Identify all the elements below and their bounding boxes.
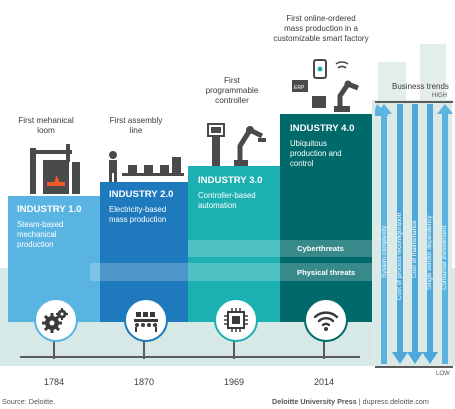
- stage-4-icon-circle: [304, 298, 348, 342]
- stage-3-icon-circle: [214, 298, 258, 342]
- industry-3-desc: Controller-based automation: [198, 191, 256, 210]
- industry-1-desc: Steam-based mechanical production: [17, 220, 64, 249]
- svg-text:ERP: ERP: [294, 85, 305, 91]
- microchip-icon: [224, 308, 248, 332]
- trend-label-maintenance: Cost of maintenance: [411, 220, 418, 278]
- timeline-tick-2: [143, 337, 145, 359]
- industry-1-caption: First mehanical loom: [18, 116, 74, 135]
- trend-label-system-complexity: System complexity: [381, 225, 388, 279]
- business-trends-title: Business trends: [392, 82, 449, 91]
- physical-threats-band: [90, 263, 372, 281]
- publisher-name: Deloitte University Press: [272, 397, 357, 406]
- industry-4-title: INDUSTRY 4.0: [290, 123, 355, 134]
- cyberthreats-band: [188, 240, 372, 257]
- timeline-tick-1: [53, 337, 55, 359]
- trend-arrow-process-reconfiguration: [392, 104, 408, 364]
- timeline-tick-3: [233, 337, 235, 359]
- industry-3-title: INDUSTRY 3.0: [198, 175, 263, 186]
- chimney-left: [378, 62, 406, 102]
- footer-separator: |: [358, 397, 363, 406]
- trend-label-consumer-involvement: Consumer involvement: [441, 225, 448, 290]
- smart-factory-illustration: ERP: [292, 59, 359, 112]
- timeline-tick-4: [323, 337, 325, 359]
- physical-threats-label: Physical threats: [297, 268, 356, 277]
- trend-arrow-consumer-involvement: [437, 104, 453, 364]
- chimney-right: [420, 44, 446, 104]
- trend-arrow-vendor-dependency: [422, 104, 438, 364]
- industry-2-title: INDUSTRY 2.0: [109, 189, 174, 200]
- year-1969: 1969: [223, 377, 245, 387]
- publisher-site[interactable]: dupress.deloitte.com: [362, 397, 429, 406]
- industry-3-caption: First programmable controller: [205, 76, 259, 105]
- industry-1-title: INDUSTRY 1.0: [17, 204, 82, 215]
- cyberthreats-label: Cyberthreats: [297, 244, 344, 253]
- trends-low-label: LOW: [436, 371, 450, 377]
- trends-bottom-bar: [375, 366, 453, 368]
- robot-arm-illustration: [207, 123, 266, 166]
- industry-3-block: INDUSTRY 3.0 Controller-based automation: [188, 166, 280, 322]
- year-1784: 1784: [43, 377, 65, 387]
- industry-2-caption: First assembly line: [109, 116, 163, 135]
- wifi-icon: [313, 311, 339, 331]
- industry-4-block: INDUSTRY 4.0 Ubiquitous production and c…: [280, 114, 372, 322]
- timeline-axis: [20, 356, 360, 358]
- trends-top-bar: [375, 101, 453, 103]
- trend-label-process-reconfiguration: Cost of process reconfiguration: [396, 212, 403, 300]
- year-2014: 2014: [313, 377, 335, 387]
- mechanical-loom-illustration: [30, 144, 80, 194]
- industry-2-desc: Electricity-based mass production: [109, 205, 167, 224]
- source-note: Source: Deloitte.: [2, 397, 56, 406]
- stage-2-icon-circle: [124, 298, 168, 342]
- trend-columns: [376, 104, 453, 364]
- publisher-note: Deloitte University Press | dupress.delo…: [272, 397, 429, 406]
- year-1870: 1870: [133, 377, 155, 387]
- trend-label-vendor-dependency: Single vendor dependency: [426, 215, 433, 290]
- conveyor-belt-icon: [134, 312, 158, 332]
- industry-4-caption: First online-ordered mass production in …: [273, 14, 369, 43]
- trend-arrow-system-complexity: [376, 104, 392, 364]
- industry-4-desc: Ubiquitous production and control: [290, 139, 342, 168]
- assembly-line-illustration: [109, 151, 184, 182]
- stage-1-icon-circle: [34, 298, 78, 342]
- trends-high-label: HIGH: [432, 93, 447, 99]
- gears-icon: [42, 308, 68, 333]
- trend-arrow-maintenance: [407, 104, 423, 364]
